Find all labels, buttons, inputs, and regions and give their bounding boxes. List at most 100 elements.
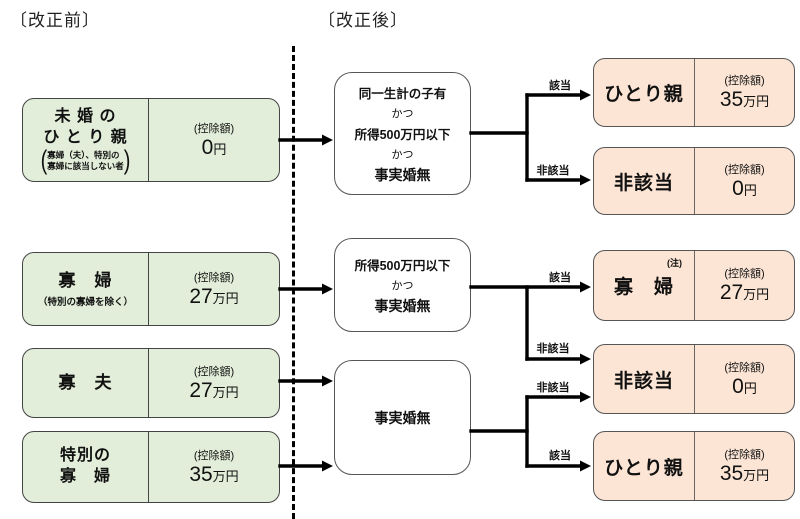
after-box-single-parent-bottom: ひとり親 (控除額) 35万円 [593,431,795,501]
amount-value: 0 [201,135,214,159]
deduction-label: (控除額) [724,448,765,461]
result-title: ひとり親 [604,84,684,105]
deduction-label: (控除額) [724,361,765,374]
deduction-amount: 35万円 [720,88,769,112]
amount-unit: 円 [213,141,227,157]
note-lines: 寡婦（夫）、特別の 寡婦に該当しない者 [47,150,124,173]
deduction-amount: 27万円 [189,285,238,309]
deduction-cell: (控除額) 0円 [149,99,279,181]
result-title: 寡 婦 [613,277,674,298]
before-box-widow: 寡 婦 （特別の寡婦を除く） (控除額) 27万円 [22,252,280,326]
amount-unit: 万円 [743,94,770,110]
category-note: ( 寡婦（夫）、特別の 寡婦に該当しない者 ) [40,146,131,177]
amount-unit: 万円 [212,468,239,484]
result-title: 非該当 [613,370,674,392]
amount-value: 27 [719,281,744,305]
deduction-cell: (控除額) 27万円 [149,349,279,417]
after-box-single-parent-top: ひとり親 (控除額) 35万円 [593,58,795,127]
amount-value: 27 [189,284,213,308]
after-box-not-applicable-top: 非該当 (控除額) 0円 [593,147,795,215]
condition-box-income-marriage: 所得500万円以下 かつ 事実婚無 [334,238,471,332]
amount-value: 0 [732,374,744,398]
category-cell: 寡 夫 [23,349,149,417]
condition-line: 事実婚無 [374,409,431,426]
header-before-revision: 〔改正前〕 [10,11,100,30]
deduction-amount: 27万円 [720,281,769,305]
deduction-label: (控除額) [193,365,235,378]
deduction-amount: 27万円 [189,379,238,403]
before-box-widower: 寡 夫 (控除額) 27万円 [22,348,280,418]
deduction-amount: 35万円 [189,463,238,487]
deduction-amount: 35万円 [720,462,769,486]
amount-value: 35 [189,462,213,486]
result-title: 非該当 [613,172,674,194]
deduction-cell: (控除額) 0円 [695,345,794,413]
branch-label-not-applicable: 非該当 [536,343,570,355]
amount-unit: 円 [743,182,757,198]
condition-line: 事実婚無 [374,297,431,314]
category-cell: 特別の 寡 婦 [23,432,149,502]
before-box-special-widow: 特別の 寡 婦 (控除額) 35万円 [22,431,280,503]
result-title: ひとり親 [604,457,684,479]
category-cell: 寡 婦 （特別の寡婦を除く） [23,253,149,325]
amount-value: 0 [732,176,744,200]
after-box-widow: (注) 寡 婦 (控除額) 27万円 [593,250,795,321]
deduction-label: (控除額) [193,122,235,135]
header-after-revision: 〔改正後〕 [318,11,408,30]
category-note: （特別の寡婦を除く） [37,296,133,308]
condition-connector: かつ [391,107,414,120]
condition-box-marriage: 事実婚無 [334,360,471,475]
amount-value: 35 [719,461,744,485]
amount-unit: 万円 [743,287,770,303]
deduction-label: (控除額) [193,449,235,462]
title-line: 特別の [59,447,111,465]
category-title: 特別の 寡 婦 [60,446,111,488]
result-cell: ひとり親 [594,432,695,500]
deduction-label: (控除額) [724,163,765,176]
note-line: 寡婦（夫）、特別の [47,149,120,160]
result-cell: 非該当 [594,345,695,413]
amount-unit: 万円 [212,290,239,306]
result-cell: 非該当 [594,148,695,214]
condition-line: 事実婚無 [374,166,431,183]
deduction-label: (控除額) [724,75,765,88]
amount-unit: 万円 [743,467,770,483]
title-line: 未 婚 の [54,108,117,126]
amount-value: 27 [189,378,213,402]
deduction-cell: (控除額) 0円 [695,148,794,214]
condition-line: 所得500万円以下 [354,258,451,273]
branch-label-applicable: 該当 [549,450,571,462]
before-after-divider [292,46,295,519]
deduction-label: (控除額) [724,268,765,281]
branch-label-applicable: 該当 [549,80,571,92]
condition-connector: かつ [391,148,414,161]
deduction-cell: (控除額) 35万円 [149,432,279,502]
title-line: ひ と り 親 [43,129,128,147]
category-title: 未 婚 の ひ と り 親 [43,107,127,149]
deduction-cell: (控除額) 27万円 [149,253,279,325]
condition-box-child-income-marriage: 同一生計の子有 かつ 所得500万円以下 かつ 事実婚無 [334,72,471,195]
condition-line: 所得500万円以下 [354,127,451,142]
category-cell: 未 婚 の ひ と り 親 ( 寡婦（夫）、特別の 寡婦に該当しない者 ) [23,99,149,181]
condition-line: 同一生計の子有 [358,86,447,101]
bracket-open: ( [40,146,48,177]
amount-unit: 万円 [212,384,239,400]
deduction-cell: (控除額) 35万円 [695,59,794,126]
note-line: 寡婦に該当しない者 [47,161,124,172]
bracket-close: ) [123,146,131,177]
footnote-marker: (注) [667,258,682,268]
branch-label-not-applicable: 非該当 [536,165,570,177]
deduction-label: (控除額) [193,271,235,284]
branch-label-not-applicable: 非該当 [536,382,570,394]
condition-connector: かつ [391,279,414,292]
deduction-cell: (控除額) 27万円 [695,251,794,320]
deduction-amount: 0円 [732,375,757,399]
amount-value: 35 [719,88,744,112]
category-title: 寡 婦 [58,271,113,291]
result-cell: (注) 寡 婦 [594,251,695,320]
deduction-amount: 0円 [202,136,227,160]
title-line: 寡 婦 [59,468,111,485]
deduction-amount: 0円 [732,177,757,201]
amount-unit: 円 [743,380,757,396]
